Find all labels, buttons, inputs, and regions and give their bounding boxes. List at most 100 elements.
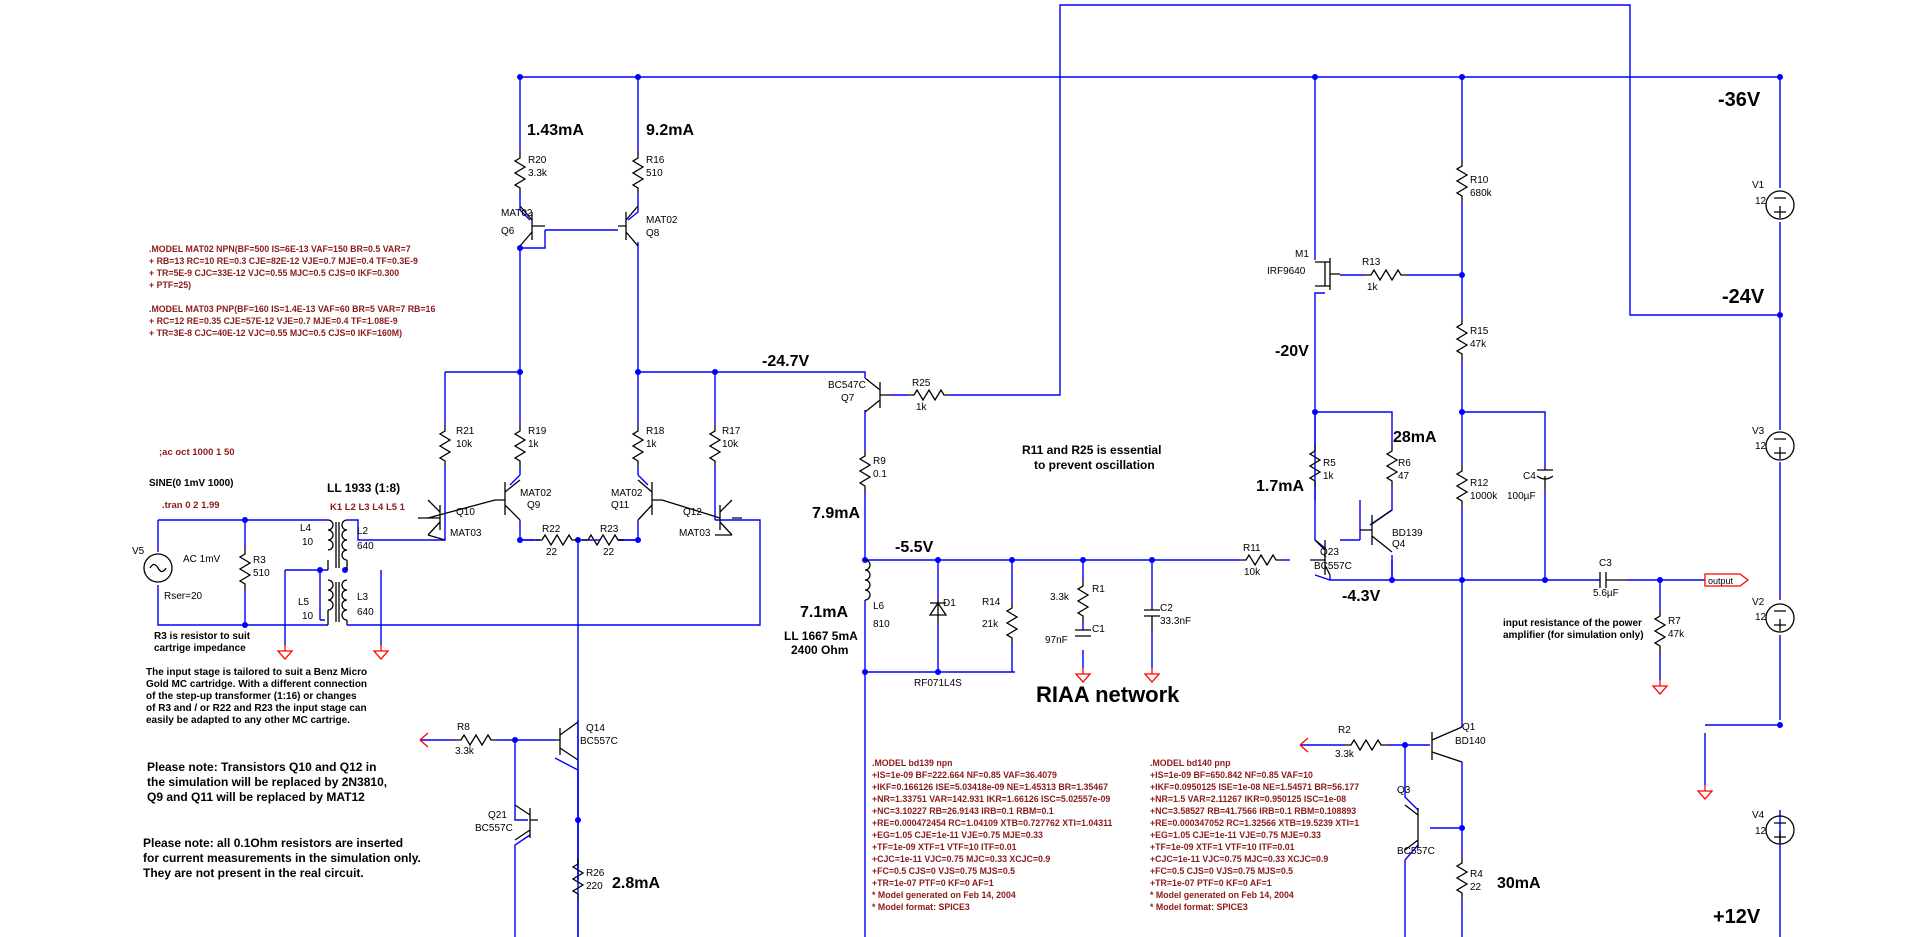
input-res-note-a: input resistance of the power [1503, 618, 1642, 629]
svg-text:Q7: Q7 [841, 393, 855, 404]
svg-text:Q4: Q4 [1392, 539, 1406, 550]
svg-text:10k: 10k [1244, 567, 1261, 578]
svg-text:5.6µF: 5.6µF [1593, 588, 1619, 599]
svg-text:22: 22 [546, 547, 558, 558]
svg-text:R6: R6 [1398, 458, 1411, 469]
v4-name: V4 [1752, 810, 1765, 821]
svg-text:680k: 680k [1470, 188, 1493, 199]
svg-text:+IKF=0.166126 ISE=5.03418e-09: +IKF=0.166126 ISE=5.03418e-09 NE=1.45313… [872, 782, 1108, 792]
current-r20: 1.43mA [527, 122, 584, 139]
sine-directive: SINE(0 1mV 1000) [149, 478, 234, 489]
transformer-label: LL 1933 (1:8) [327, 481, 400, 495]
svg-text:47k: 47k [1470, 339, 1487, 350]
svg-text:97nF: 97nF [1045, 635, 1068, 646]
svg-text:BC557C: BC557C [580, 736, 618, 747]
svg-text:BD140: BD140 [1455, 736, 1486, 747]
svg-text:1k: 1k [1323, 471, 1335, 482]
svg-text:510: 510 [253, 568, 270, 579]
svg-text:1k: 1k [528, 439, 540, 450]
current-r9: 7.9mA [812, 505, 860, 522]
svg-text:47k: 47k [1668, 629, 1685, 640]
v3-name: V3 [1752, 426, 1765, 437]
svg-text:RF071L4S: RF071L4S [914, 678, 962, 689]
output-flag [1704, 573, 1750, 587]
svg-text:R8: R8 [457, 722, 470, 733]
output-label: output [1708, 576, 1734, 586]
svg-text:L5: L5 [298, 597, 310, 608]
svg-text:V5: V5 [132, 546, 145, 557]
svg-text:10: 10 [302, 537, 314, 548]
svg-text:Q6: Q6 [501, 226, 515, 237]
model-bd140-block: .MODEL bd140 pnp +IS=1e-09 BF=650.842 NF… [1150, 758, 1359, 912]
v4-value: 12 [1755, 826, 1767, 837]
svg-text:3.3k: 3.3k [1050, 592, 1070, 603]
supply-minus24: -24V [1722, 286, 1765, 308]
svg-text:C2: C2 [1160, 603, 1173, 614]
svg-text:R22: R22 [542, 524, 561, 535]
supply-sources [1765, 190, 1795, 845]
tran-directive: .tran 0 2 1.99 [162, 500, 220, 511]
svg-text:640: 640 [357, 541, 374, 552]
svg-text:+NR=1.5 VAR=2.11267 IKR=0.9501: +NR=1.5 VAR=2.11267 IKR=0.950125 ISC=1e-… [1150, 794, 1346, 804]
svg-text:+FC=0.5 CJS=0 VJS=0.75 MJS=0.5: +FC=0.5 CJS=0 VJS=0.75 MJS=0.5 [872, 866, 1015, 876]
svg-text:100µF: 100µF [1507, 491, 1536, 502]
svg-text:Q12: Q12 [683, 507, 702, 518]
svg-text:R3: R3 [253, 555, 266, 566]
svg-text:R26: R26 [586, 868, 605, 879]
svg-text:3.3k: 3.3k [455, 746, 475, 757]
svg-text:.MODEL bd139 npn: .MODEL bd139 npn [872, 758, 952, 768]
svg-text:+RE=0.000347052 RC=1.32566 XTB: +RE=0.000347052 RC=1.32566 XTB=19.5239 X… [1150, 818, 1359, 828]
svg-text:BC557C: BC557C [1314, 561, 1352, 572]
transistor-replacement-note: Please note: Transistors Q10 and Q12 in … [147, 760, 387, 804]
model-mat-block: .MODEL MAT02 NPN(BF=500 IS=6E-13 VAF=150… [149, 244, 435, 338]
current-l6: 7.1mA [800, 604, 848, 621]
svg-text:R14: R14 [982, 597, 1001, 608]
ll1667-label-b: 2400 Ohm [791, 643, 848, 657]
v2-name: V2 [1752, 597, 1765, 608]
svg-text:MAT02: MAT02 [611, 488, 643, 499]
svg-text:Q3: Q3 [1397, 785, 1411, 796]
svg-text:+IS=1e-09 BF=650.842 NF=0.85 V: +IS=1e-09 BF=650.842 NF=0.85 VAF=10 [1150, 770, 1313, 780]
svg-text:R5: R5 [1323, 458, 1336, 469]
input-res-note-b: amplifier (for simulation only) [1503, 630, 1644, 641]
svg-text:+ RB=13 RC=10 RE=0.3 CJE=82E-1: + RB=13 RC=10 RE=0.3 CJE=82E-12 VJE=0.7 … [149, 256, 418, 266]
svg-text:The input stage is tailored to: The input stage is tailored to suit a Be… [146, 667, 367, 678]
svg-text:220: 220 [586, 881, 603, 892]
svg-text:R9: R9 [873, 456, 886, 467]
svg-text:.MODEL bd140 pnp: .MODEL bd140 pnp [1150, 758, 1231, 768]
svg-text:+TF=1e-09 XTF=1 VTF=10 ITF=0.0: +TF=1e-09 XTF=1 VTF=10 ITF=0.01 [872, 842, 1017, 852]
v1-value: 12 [1755, 196, 1767, 207]
svg-text:BD139: BD139 [1392, 528, 1423, 539]
svg-text:Please note: all 0.1Ohm resist: Please note: all 0.1Ohm resistors are in… [143, 836, 403, 850]
svg-text:+RE=0.000472454 RC=1.04109 XTB: +RE=0.000472454 RC=1.04109 XTB=0.727762 … [872, 818, 1113, 828]
current-r5: 1.7mA [1256, 478, 1304, 495]
svg-text:22: 22 [1470, 882, 1482, 893]
svg-text:R11: R11 [1243, 543, 1261, 554]
svg-text:C1: C1 [1092, 624, 1105, 635]
svg-text:+NR=1.33751 VAR=142.931 IKR=1.: +NR=1.33751 VAR=142.931 IKR=1.66126 ISC=… [872, 794, 1110, 804]
svg-text:Q11: Q11 [611, 500, 630, 511]
supply-minus36: -36V [1718, 89, 1761, 111]
svg-text:R12: R12 [1470, 478, 1489, 489]
svg-text:+ TR=5E-9 CJC=33E-12 VJC=0.55: + TR=5E-9 CJC=33E-12 VJC=0.55 MJC=0.5 CJ… [149, 268, 399, 278]
svg-text:L6: L6 [873, 601, 885, 612]
svg-text:Q10: Q10 [456, 507, 475, 518]
svg-text:L2: L2 [357, 526, 369, 537]
svg-text:R1: R1 [1092, 584, 1105, 595]
junction-dots [242, 74, 1783, 831]
svg-text:R2: R2 [1338, 725, 1351, 736]
svg-text:cartrige impedance: cartrige impedance [154, 643, 246, 654]
svg-text:510: 510 [646, 168, 663, 179]
svg-text:L3: L3 [357, 592, 369, 603]
svg-text:BC557C: BC557C [475, 823, 513, 834]
svg-text:R19: R19 [528, 426, 547, 437]
input-stage-note: The input stage is tailored to suit a Be… [146, 667, 367, 726]
svg-text:+TR=1e-07 PTF=0 KF=0 AF=1: +TR=1e-07 PTF=0 KF=0 AF=1 [1150, 878, 1272, 888]
svg-text:* Model generated on Feb 14, 2: * Model generated on Feb 14, 2004 [872, 890, 1016, 900]
ac-directive: ;ac oct 1000 1 50 [159, 447, 235, 458]
current-r16: 9.2mA [646, 122, 694, 139]
svg-text:R15: R15 [1470, 326, 1489, 337]
svg-text:for current measurements in th: for current measurements in the simulati… [143, 851, 421, 865]
voltage-q7: -24.7V [762, 353, 809, 370]
